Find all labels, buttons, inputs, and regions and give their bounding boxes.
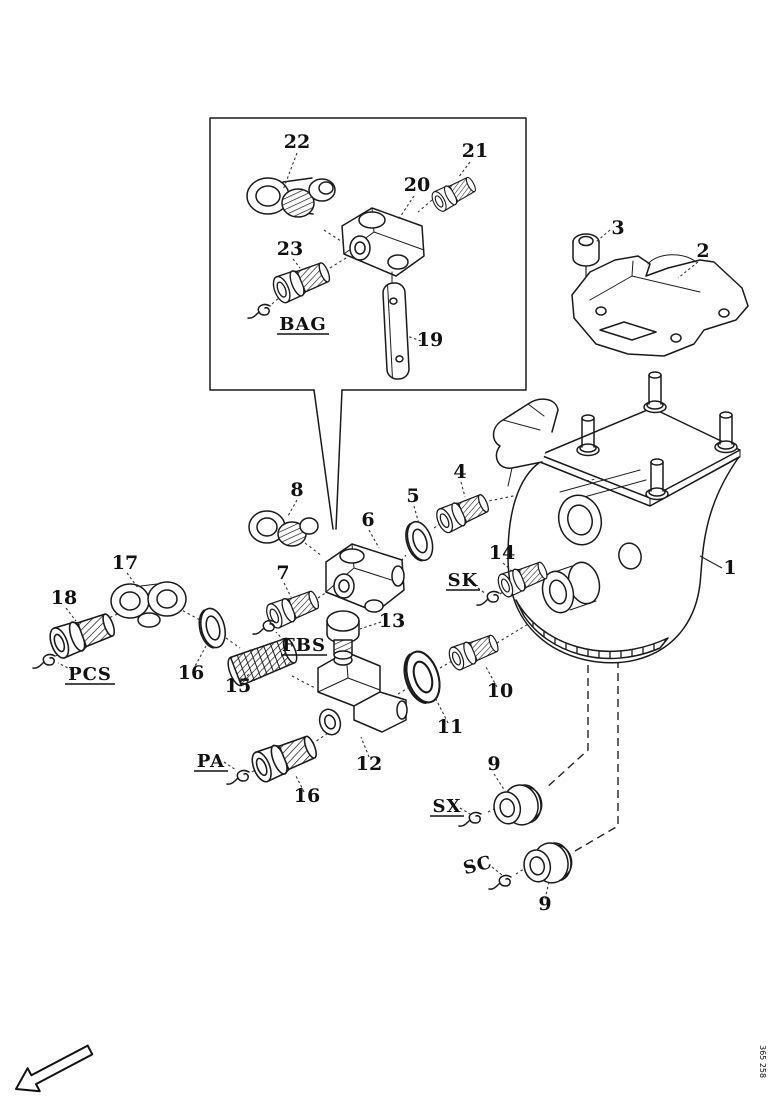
label-8: 8 [290, 479, 303, 501]
label-4: 4 [453, 461, 466, 483]
label-pa: PA [197, 751, 225, 772]
part-number-labels: 22 21 20 23 19 3 2 1 8 6 5 4 7 13 14 17 … [51, 131, 737, 915]
label-5: 5 [406, 485, 419, 507]
label-10: 10 [487, 680, 513, 702]
label-sx: SX [433, 796, 462, 817]
part-22-elbow-fitting [246, 177, 336, 218]
label-6: 6 [361, 509, 374, 531]
part-5-ring [400, 517, 438, 565]
label-15: 15 [225, 675, 251, 697]
part-21-plug-fitting [428, 173, 480, 215]
port-labels: BAG PCS FBS SK PA SX SC [65, 314, 495, 879]
ribbed-skirt [515, 599, 669, 660]
label-2: 2 [696, 240, 709, 262]
label-leader-lines [57, 152, 699, 900]
label-bag: BAG [279, 314, 327, 335]
pcs-squiggle-symbol [32, 653, 56, 669]
drawing-number: 365 258 [758, 1045, 767, 1078]
part-3-cap-nut [572, 233, 600, 293]
label-fbs: FBS [282, 635, 326, 656]
label-11: 11 [437, 716, 463, 738]
inset-pointer [313, 389, 343, 530]
label-9-lower: 9 [538, 893, 551, 915]
label-13: 13 [379, 610, 405, 632]
part-18-plug-fitting [45, 607, 119, 662]
label-16-fitting: 16 [294, 785, 320, 807]
part-6-manifold-block [325, 543, 405, 613]
part-4-plug-fitting [432, 489, 493, 536]
part-23-plug-fitting [269, 257, 334, 306]
label-22: 22 [284, 131, 310, 153]
label-sk: SK [448, 570, 479, 591]
label-14: 14 [489, 542, 515, 564]
sk-squiggle-symbol [476, 590, 500, 606]
inset-detail-box [209, 117, 527, 530]
sx-squiggle-symbol [458, 811, 482, 827]
label-17: 17 [112, 552, 138, 574]
part-16-plug-fitting [247, 730, 321, 786]
label-3: 3 [611, 217, 624, 239]
label-pcs: PCS [68, 664, 112, 685]
part-11-ring [397, 646, 447, 709]
part-9-bushing-upper [489, 780, 547, 831]
label-12: 12 [356, 753, 382, 775]
part-1-leader-line [699, 555, 723, 569]
part-10-plug-fitting [445, 630, 502, 673]
dashed-drop-lines [544, 600, 619, 852]
part-16-ring [194, 605, 230, 652]
pa-squiggle-symbol [226, 769, 250, 785]
part-13-cap [326, 610, 360, 660]
stud-c [714, 411, 738, 454]
part-20-manifold-block [341, 207, 425, 285]
part-9-bushing-lower [519, 838, 577, 889]
part-1-valve-body [492, 371, 741, 664]
part-15-corrugated-sleeve [227, 637, 298, 687]
bag-squiggle-symbol [247, 303, 271, 319]
part-12-manifold-block [317, 651, 408, 736]
part-19-plate [382, 282, 410, 380]
part-17-double-elbow [110, 581, 187, 628]
mounting-flange [492, 398, 559, 469]
port-boss-small [618, 542, 642, 570]
label-20: 20 [404, 174, 430, 196]
label-16-ring: 16 [178, 662, 204, 684]
label-23: 23 [277, 238, 303, 260]
label-18: 18 [51, 587, 77, 609]
label-7: 7 [276, 562, 289, 584]
label-sc: SC [461, 852, 495, 879]
label-21: 21 [462, 140, 488, 162]
direction-arrow-icon [15, 1044, 94, 1093]
label-9-upper: 9 [487, 753, 500, 775]
part-8-elbow-fitting [248, 510, 319, 547]
part-2-mounting-bracket [571, 254, 749, 357]
label-19: 19 [417, 329, 443, 351]
sc-squiggle-symbol [488, 874, 512, 890]
stud-b [643, 371, 667, 414]
label-1: 1 [723, 557, 736, 579]
